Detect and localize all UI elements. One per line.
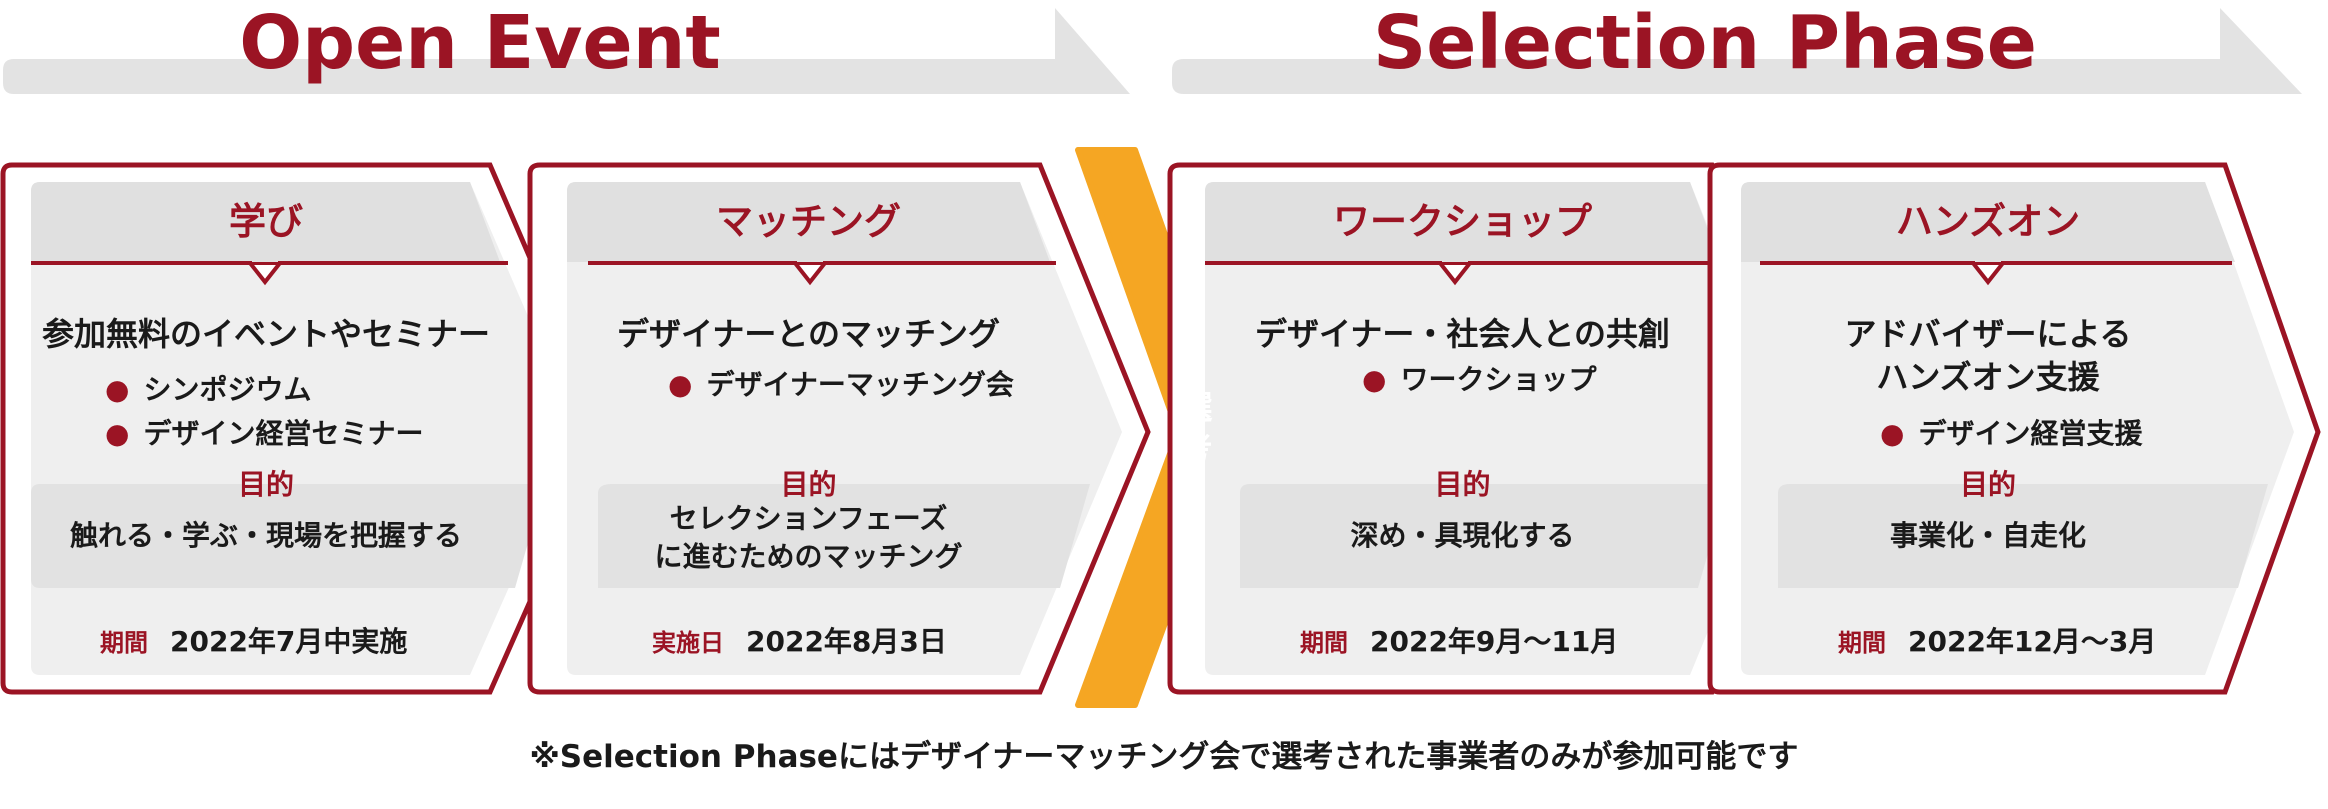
period-label: 期間: [1300, 629, 1348, 657]
period-label: 期間: [1838, 629, 1886, 657]
stage-card-matching: [527, 162, 1151, 695]
open-event-banner-arrow: [3, 8, 1130, 94]
stage-headline-learning: 参加無料のイベントやセミナー: [41, 315, 490, 353]
bullet-dot: ●: [105, 373, 130, 406]
selection-phase-banner-arrow: [1172, 8, 2302, 94]
footnote: ※Selection Phaseにはデザイナーマッチング会で選考された事業者のみ…: [529, 739, 1799, 775]
period-label: 実施日: [652, 629, 724, 657]
bullet-dot: ●: [668, 368, 693, 401]
stage-period-learning: 期間 2022年7月中実施: [100, 620, 407, 664]
stage-purpose-workshop: 深め・具現化する: [1350, 519, 1575, 552]
phase-title-selection-phase: Selection Phase: [1372, 0, 2037, 86]
selection-marker-char-2: 考: [1179, 430, 1213, 469]
stage-purpose-matching-line1: セレクションフェーズ: [669, 502, 948, 535]
stage-bullet-learning-2: ● デザイン経営セミナー: [105, 414, 423, 454]
stage-purpose-hands-on: 事業化・自走化: [1889, 519, 2086, 552]
stage-headline-hands-on-line2: ハンズオン支援: [1876, 358, 2100, 396]
stage-period-workshop: 期間 2022年9月〜11月: [1300, 620, 1618, 664]
bullet-text: ワークショップ: [1400, 363, 1597, 396]
stage-headline-workshop: デザイナー・社会人との共創: [1254, 315, 1671, 353]
stage-title-learning: 学び: [229, 200, 303, 243]
phase-title-open-event: Open Event: [239, 0, 721, 86]
selection-marker-char-1: 選: [1179, 388, 1213, 427]
bullet-text: デザイナーマッチング会: [706, 368, 1014, 401]
period-value: 2022年12月〜3月: [1908, 625, 2157, 658]
bullet-text: デザイン経営セミナー: [143, 417, 424, 450]
stage-headline-hands-on-line1: アドバイザーによる: [1844, 315, 2132, 353]
stage-purpose-matching-line2: に進むためのマッチング: [654, 540, 963, 573]
stage-period-hands-on: 期間 2022年12月〜3月: [1838, 620, 2156, 664]
stage-card-learning: [0, 162, 608, 695]
period-value: 2022年7月中実施: [170, 625, 408, 658]
stage-purpose-label-hands-on: 目的: [1959, 468, 2016, 501]
bullet-dot: ●: [1880, 417, 1905, 450]
stage-title-hands-on: ハンズオン: [1895, 200, 2081, 243]
stage-period-matching: 実施日 2022年8月3日: [652, 620, 947, 664]
stage-purpose-label-workshop: 目的: [1434, 468, 1491, 501]
stage-purpose-label-matching: 目的: [780, 468, 837, 501]
stage-purpose-learning: 触れる・学ぶ・現場を把握する: [69, 519, 462, 552]
stage-purpose-label-learning: 目的: [237, 468, 294, 501]
period-label: 期間: [100, 629, 148, 657]
stage-bullet-workshop-1: ● ワークショップ: [1362, 360, 1596, 400]
stage-bullet-learning-1: ● シンポジウム: [105, 370, 311, 410]
stage-bullet-matching-1: ● デザイナーマッチング会: [668, 365, 1014, 405]
period-value: 2022年9月〜11月: [1370, 625, 1619, 658]
stage-headline-matching: デザイナーとのマッチング: [616, 315, 1001, 353]
period-value: 2022年8月3日: [746, 625, 947, 658]
stage-card-workshop: [1167, 162, 1818, 695]
stage-title-matching: マッチング: [716, 200, 901, 243]
stage-bullet-hands-on-1: ● デザイン経営支援: [1880, 414, 2142, 454]
stage-title-workshop: ワークショップ: [1333, 200, 1592, 243]
bullet-dot: ●: [1362, 363, 1387, 396]
stage-card-hands-on: [1707, 162, 2321, 695]
bullet-text: デザイン経営支援: [1918, 417, 2143, 450]
bullet-text: シンポジウム: [143, 373, 312, 406]
bullet-dot: ●: [105, 417, 130, 450]
